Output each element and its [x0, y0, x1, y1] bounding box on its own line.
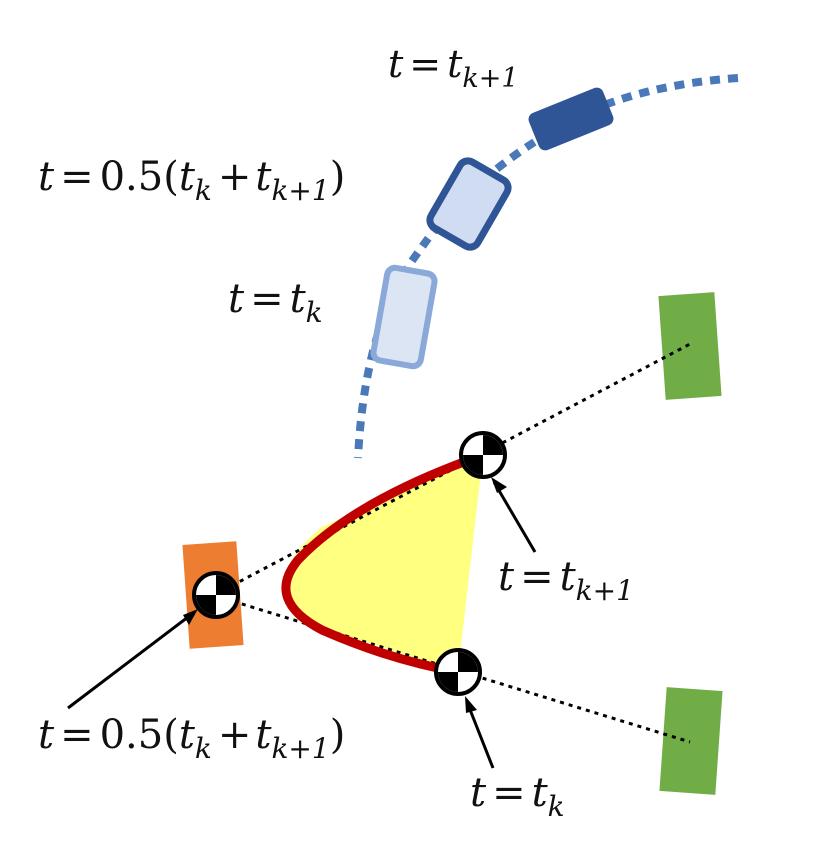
arrow-to-marker-mid [67, 609, 198, 710]
coverage-region [284, 455, 483, 672]
target-lower [659, 687, 723, 795]
label-top-end: t=tk+1 [388, 42, 519, 94]
vehicle-mid [426, 157, 512, 251]
label-bottom-start: t=tk [470, 770, 565, 823]
arrow-to-marker-start [465, 696, 495, 769]
vehicle-start [370, 264, 438, 370]
label-bottom-mid: t=0.5(tk+tk+1) [38, 712, 345, 765]
vehicle-end [528, 87, 614, 151]
arrow-to-marker-end [491, 477, 537, 553]
label-top-start: t=tk [228, 276, 323, 329]
marker-end [459, 431, 507, 479]
label-top-mid: t=0.5(tk+tk+1) [38, 154, 345, 207]
marker-start [434, 648, 482, 696]
target-upper [658, 292, 722, 400]
marker-mid [192, 571, 240, 619]
sensor-path-curve [281, 450, 488, 677]
sight-line-lower [215, 594, 691, 744]
label-bottom-end: t=tk+1 [498, 554, 634, 607]
